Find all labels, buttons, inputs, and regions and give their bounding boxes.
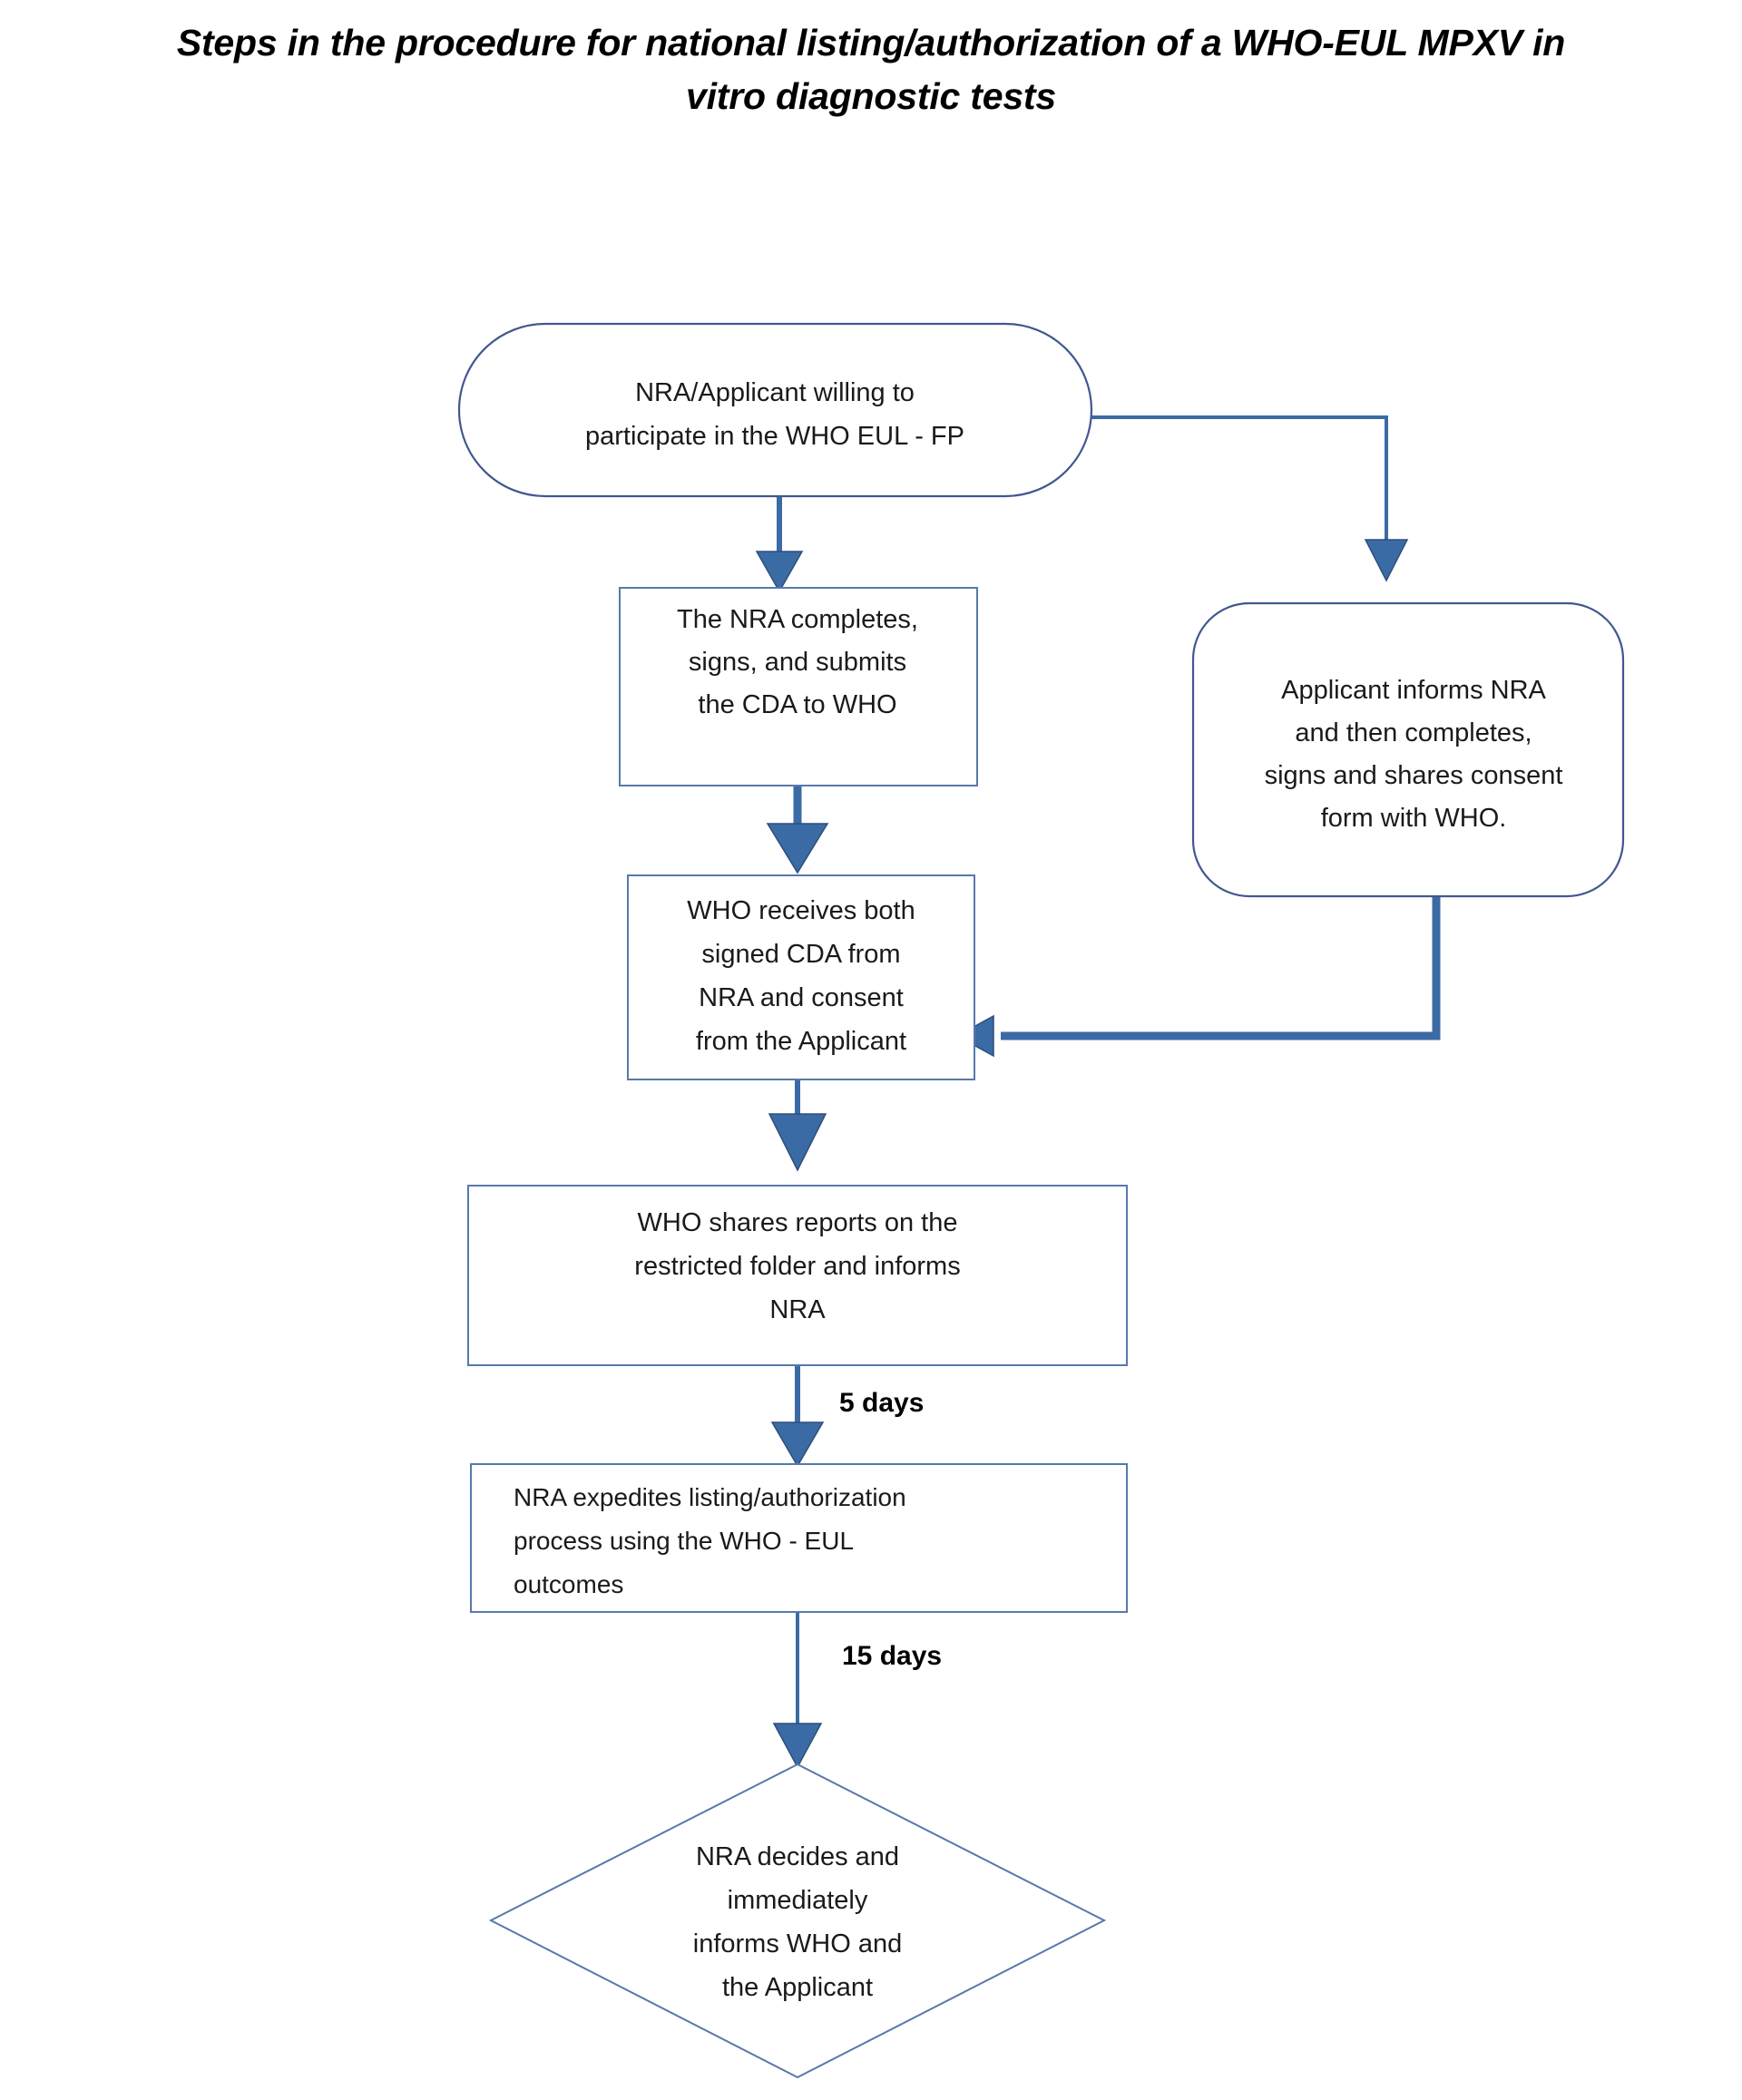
node-who-shares-line-2: restricted folder and informs [634,1252,960,1281]
node-start[interactable]: NRA/Applicant willing to participate in … [457,322,1093,498]
node-nra-decides-line-4: the Applicant [722,1973,873,2002]
node-who-shares-line-1: WHO shares reports on the [638,1208,958,1237]
node-applicant-consent-line-2: and then completes, [1295,718,1532,747]
edge-label-15-days: 15 days [842,1641,942,1671]
node-nra-expedites-shape [470,1463,1128,1613]
node-applicant-consent-shape [1191,601,1625,898]
node-nra-decides-line-2: immediately [728,1886,868,1915]
node-who-receives-shape [627,874,975,1080]
node-start-line-2: participate in the WHO EUL - FP [585,422,964,451]
edge-label-5-days: 5 days [839,1388,924,1418]
node-nra-cda-line-2: signs, and submits [689,648,906,677]
connector-start-to-applicant-consent [1091,415,1409,582]
node-nra-expedites[interactable]: NRA expedites listing/authorization proc… [470,1463,1128,1613]
node-nra-cda[interactable]: The NRA completes, signs, and submits th… [619,587,978,786]
connector-who-shares-to-nra-expedites [770,1365,825,1468]
node-applicant-consent[interactable]: Applicant informs NRA and then completes… [1191,601,1625,898]
node-who-shares-line-3: NRA [769,1295,826,1324]
page-title: Steps in the procedure for national list… [176,22,1566,118]
node-who-receives-line-4: from the Applicant [696,1027,906,1056]
node-nra-expedites-line-2: process using the WHO - EUL [514,1527,854,1555]
node-applicant-consent-line-1: Applicant informs NRA [1281,676,1546,705]
node-nra-cda-line-1: The NRA completes, [677,605,918,634]
node-nra-decides-line-3: informs WHO and [693,1929,902,1958]
connector-applicant-consent-to-who-receives [955,896,1441,1058]
connector-who-receives-to-who-shares [768,1079,827,1172]
connector-nra-cda-to-who-receives [766,786,829,874]
node-nra-decides-shape [488,1763,1107,2079]
node-applicant-consent-line-3: signs and shares consent [1265,761,1563,790]
node-nra-cda-line-3: the CDA to WHO [698,690,896,719]
node-who-receives[interactable]: WHO receives both signed CDA from NRA an… [627,874,975,1080]
node-nra-expedites-line-3: outcomes [514,1570,623,1598]
node-start-line-1: NRA/Applicant willing to [635,378,915,407]
node-nra-decides-line-1: NRA decides and [696,1842,899,1871]
connector-start-to-nra-cda [755,497,804,593]
node-nra-expedites-line-1: NRA expedites listing/authorization [514,1483,906,1511]
node-applicant-consent-line-4: form with WHO. [1321,804,1507,833]
node-who-receives-line-3: NRA and consent [699,983,904,1012]
node-start-shape [457,322,1093,498]
connector-nra-expedites-to-nra-decides [772,1612,823,1769]
node-who-shares[interactable]: WHO shares reports on the restricted fol… [467,1185,1128,1366]
node-who-receives-line-2: signed CDA from [701,940,900,969]
node-who-receives-line-1: WHO receives both [687,896,915,925]
node-who-shares-shape [467,1185,1128,1366]
node-nra-decides[interactable]: NRA decides and immediately informs WHO … [488,1763,1107,2079]
node-nra-cda-shape [619,587,978,786]
